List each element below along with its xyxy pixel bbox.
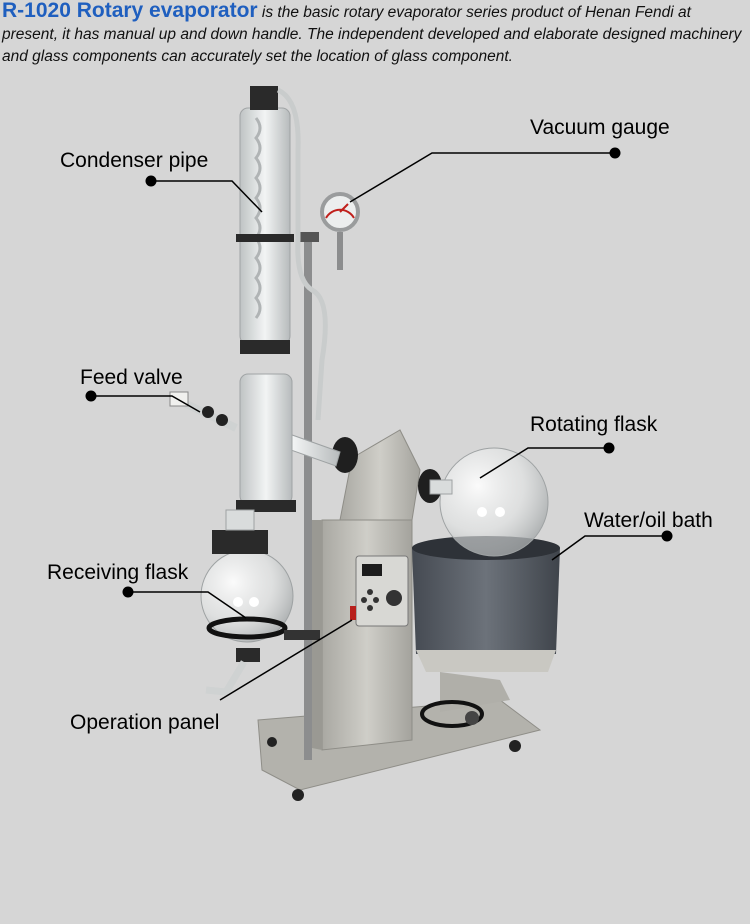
receiving-flask: [200, 509, 320, 696]
leader-bath: [551, 535, 667, 561]
leader-panel: [219, 619, 353, 701]
vacuum-gauge: [320, 192, 360, 270]
motor-arm: [332, 429, 442, 521]
operation-panel: [350, 555, 409, 627]
leader-condenser: [151, 180, 263, 213]
water-oil-bath: [412, 536, 560, 728]
leader-dot-feed: [85, 390, 97, 402]
leader-rotating: [479, 447, 609, 479]
leader-dot-receiving: [122, 586, 134, 598]
coolant-tube: [276, 87, 328, 421]
feed-valve: [169, 391, 238, 432]
label-vacuum-gauge: Vacuum gauge: [530, 116, 670, 139]
label-feed-valve: Feed valve: [80, 366, 183, 389]
condenser-pipe: [236, 86, 294, 354]
leader-receiving: [128, 591, 247, 619]
rotating-flask: [429, 447, 549, 557]
label-condenser-pipe: Condenser pipe: [60, 149, 209, 172]
leader-dot-rotating: [603, 442, 615, 454]
leader-feed: [91, 395, 201, 413]
rod-clamp: [297, 232, 319, 242]
product-title: R-1020 Rotary evaporator: [2, 0, 258, 22]
label-operation-panel: Operation panel: [70, 711, 220, 734]
support-rod: [304, 240, 312, 760]
leader-dot-vacuum: [609, 147, 621, 159]
leader-dot-condenser: [145, 175, 157, 187]
leader-vacuum: [349, 152, 615, 203]
intro-body: is the basic rotary evaporator series pr…: [2, 4, 742, 65]
leader-lines: [91, 152, 667, 701]
label-receiving-flask: Receiving flask: [47, 561, 189, 584]
label-rotating-flask: Rotating flask: [530, 413, 658, 436]
label-water-oil-bath: Water/oil bath: [584, 509, 713, 532]
leader-dots: [85, 147, 673, 598]
leader-dot-bath: [661, 530, 673, 542]
secondary-condenser: [236, 373, 296, 512]
intro-paragraph: R-1020 Rotary evaporator is the basic ro…: [2, 0, 746, 68]
